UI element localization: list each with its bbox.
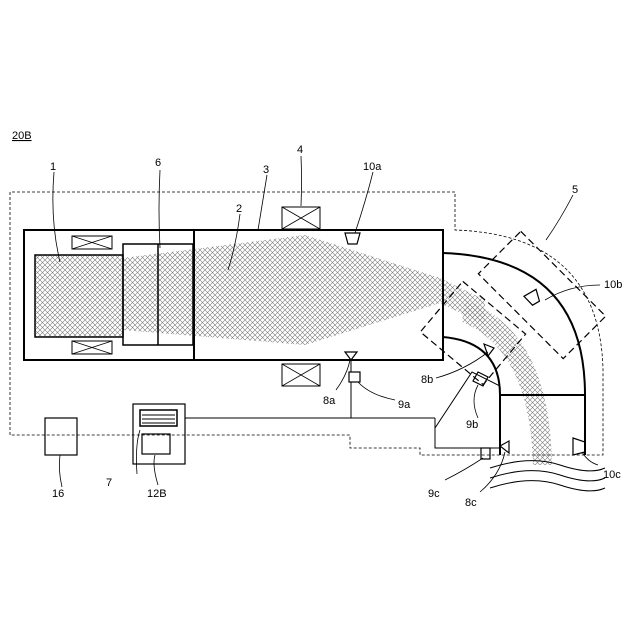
label-10a: 10a — [363, 161, 382, 173]
sensor-8a — [345, 352, 357, 360]
signal-lines — [185, 382, 435, 448]
beam-source-region — [35, 255, 123, 337]
bend-inner-wall — [443, 337, 500, 395]
sensor-8c — [500, 441, 509, 453]
label-6: 6 — [155, 157, 161, 169]
label-8a: 8a — [323, 395, 336, 407]
label-4: 4 — [297, 144, 303, 156]
sensor-10a — [345, 233, 360, 244]
substrate-wave-1 — [490, 461, 605, 471]
label-2: 2 — [236, 203, 242, 215]
sensor-10c — [573, 438, 585, 455]
label-7: 7 — [106, 477, 112, 489]
label-10c: 10c — [603, 469, 621, 481]
label-8b: 8b — [421, 374, 433, 386]
label-3: 3 — [263, 164, 269, 176]
beam-fan-region — [123, 235, 485, 345]
substrate-wave-2 — [490, 471, 605, 481]
label-5: 5 — [572, 184, 578, 196]
control-unit-12B — [142, 434, 170, 454]
magnet-bottom — [282, 364, 320, 386]
substrate-wave-3 — [490, 481, 605, 491]
sensor-10b — [524, 289, 542, 306]
source-coil-top — [72, 236, 112, 249]
controller-display — [140, 410, 177, 426]
magnet-top — [282, 207, 320, 229]
label-1: 1 — [50, 161, 56, 173]
label-10b: 10b — [604, 279, 622, 291]
label-16: 16 — [52, 488, 64, 500]
label-12B: 12B — [147, 488, 167, 500]
figure-label: 20B — [12, 130, 32, 142]
source-coil-bottom — [72, 341, 112, 354]
sensor-9a — [349, 372, 360, 382]
power-supply-16 — [45, 418, 77, 455]
label-8c: 8c — [465, 497, 477, 509]
label-9b: 9b — [466, 419, 478, 431]
label-9a: 9a — [398, 399, 411, 411]
label-9c: 9c — [428, 488, 440, 500]
sensor-9c — [481, 448, 490, 459]
target-block — [435, 372, 500, 448]
